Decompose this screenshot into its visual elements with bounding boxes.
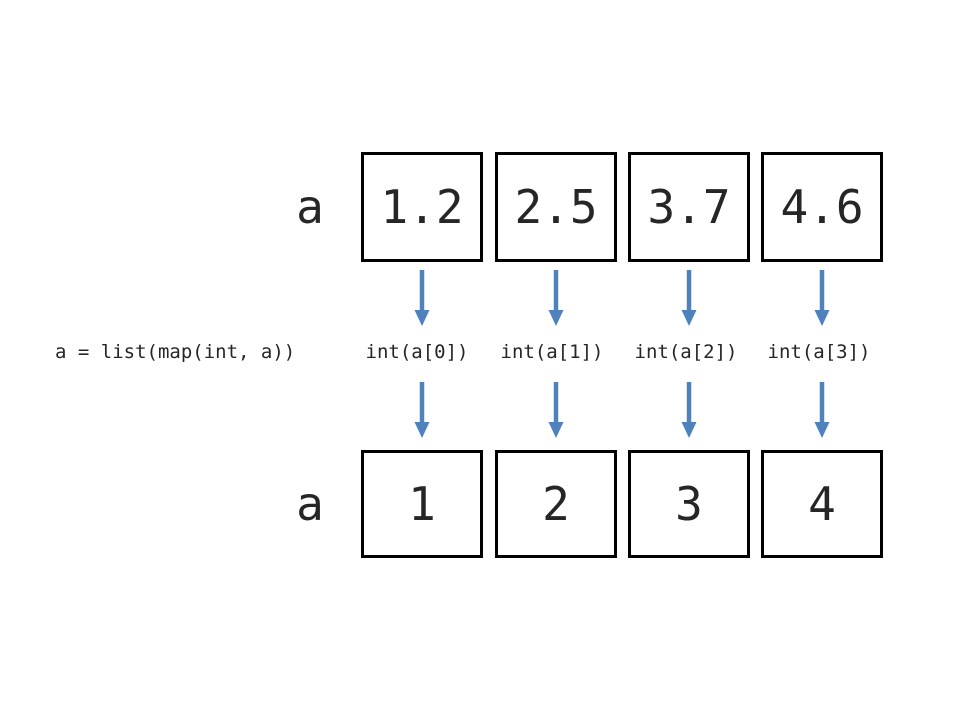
bottom-array-cell-3: 4 — [761, 450, 883, 558]
down-arrow-icon — [545, 381, 567, 438]
bottom-array-cell-0: 1 — [361, 450, 483, 558]
operation-label-3: int(a[3]) — [767, 341, 871, 363]
down-arrow-icon — [411, 269, 433, 326]
operation-label-1: int(a[1]) — [500, 341, 604, 363]
code-statement: a = list(map(int, a)) — [55, 341, 296, 363]
bottom-array-cell-2: 3 — [628, 450, 750, 558]
down-arrow-icon — [678, 269, 700, 326]
down-arrow-icon — [811, 381, 833, 438]
top-array-cell-2: 3.7 — [628, 152, 750, 262]
down-arrow-icon — [545, 269, 567, 326]
top-array-cell-1: 2.5 — [495, 152, 617, 262]
bottom-array-cell-1: 2 — [495, 450, 617, 558]
top-array-cell-3: 4.6 — [761, 152, 883, 262]
down-arrow-icon — [678, 381, 700, 438]
operation-label-0: int(a[0]) — [365, 341, 469, 363]
top-array-cell-0: 1.2 — [361, 152, 483, 262]
down-arrow-icon — [411, 381, 433, 438]
down-arrow-icon — [811, 269, 833, 326]
operation-label-2: int(a[2]) — [634, 341, 738, 363]
bottom-array-label: a — [296, 477, 324, 531]
top-array-label: a — [296, 180, 324, 234]
